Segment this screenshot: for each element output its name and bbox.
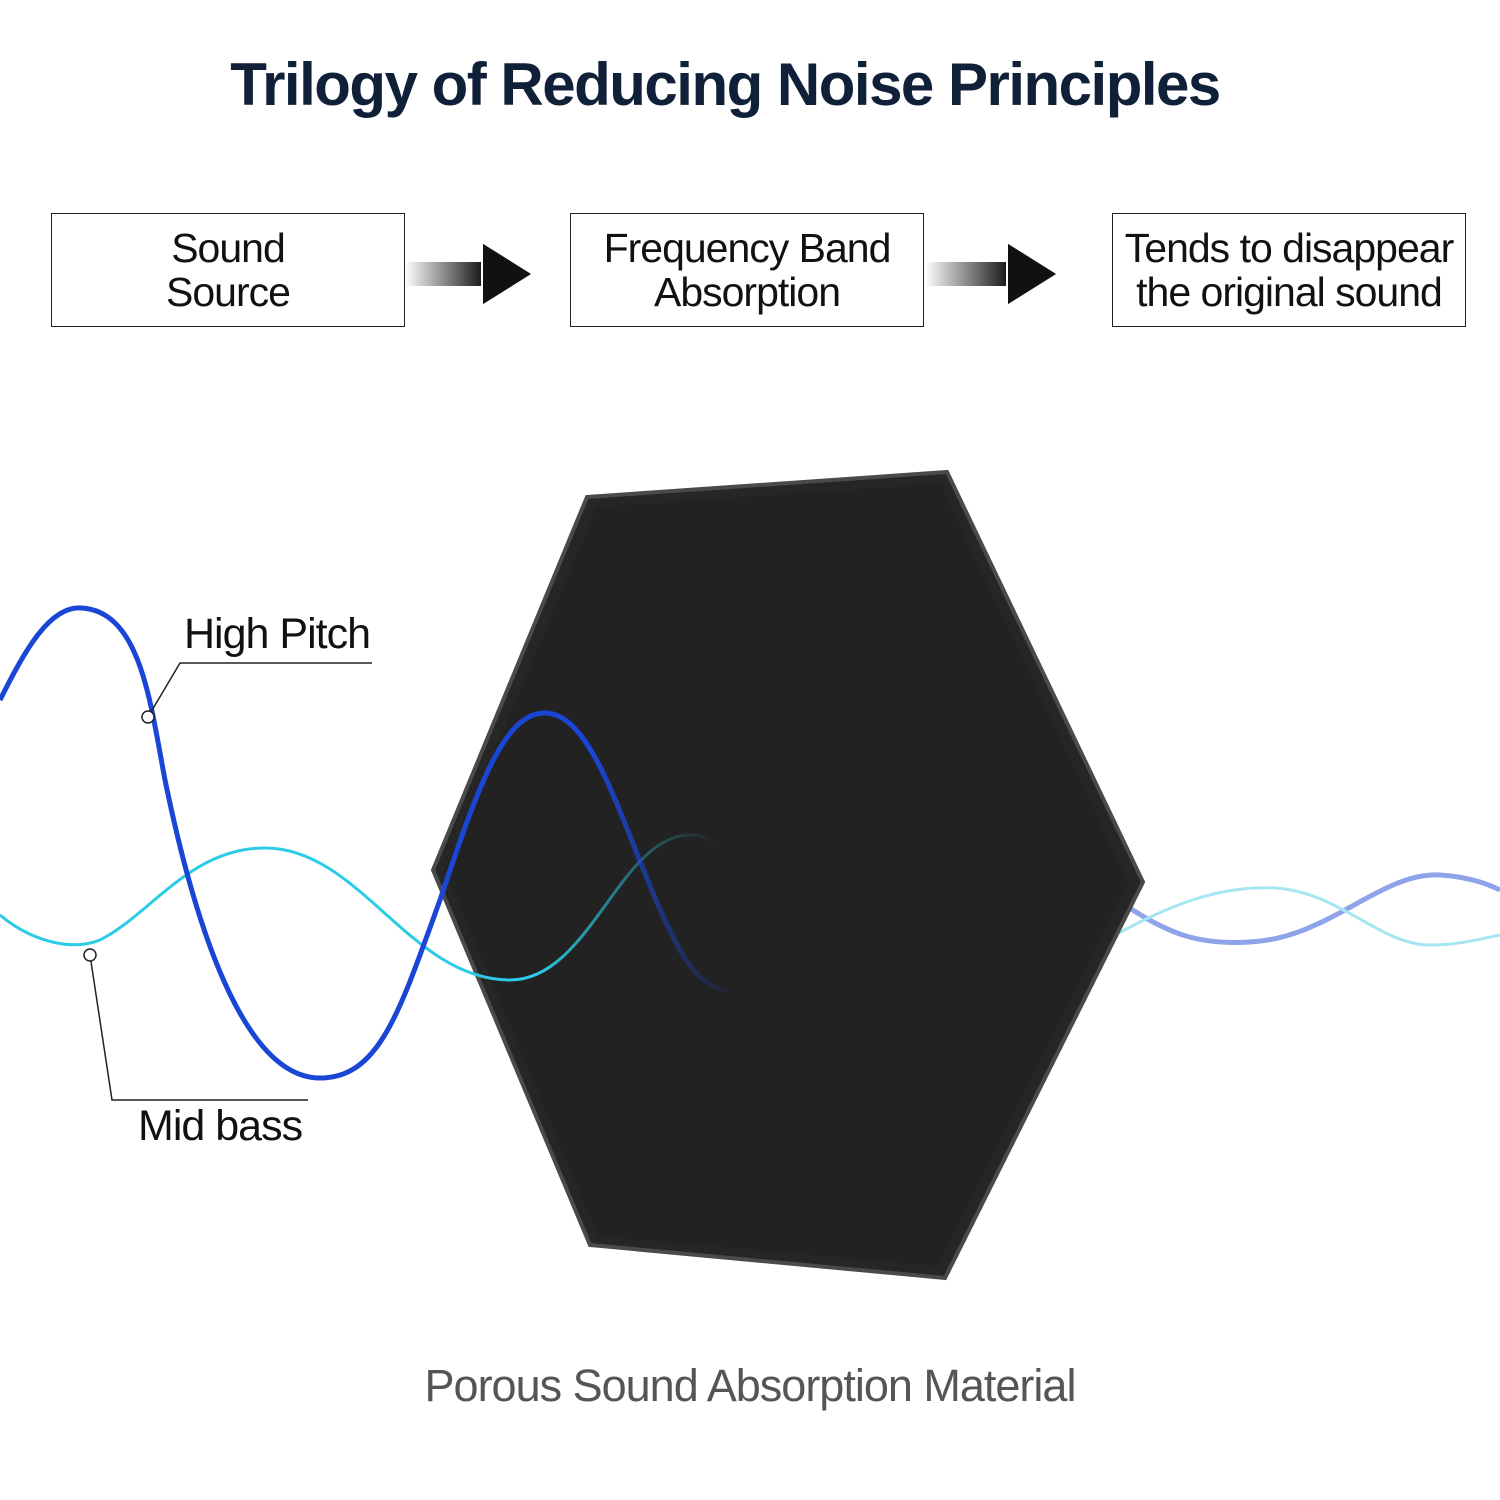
page-title: Trilogy of Reducing Noise Principles bbox=[230, 51, 1221, 118]
residual-mid-bass-wave bbox=[1114, 886, 1500, 947]
high-pitch-callout bbox=[141, 662, 372, 724]
high-pitch-wave bbox=[0, 605, 736, 1081]
mid-bass-label: Mid bass bbox=[138, 1102, 303, 1150]
arrow-icon-1 bbox=[405, 240, 535, 308]
step-text: Tends to disappear bbox=[1124, 225, 1454, 271]
mid-bass-wave bbox=[0, 833, 722, 982]
residual-high-pitch-wave bbox=[1123, 872, 1500, 945]
caption: Porous Sound Absorption Material bbox=[424, 1360, 1077, 1411]
step-text: Sound bbox=[171, 225, 286, 271]
arrow-icon-2 bbox=[925, 240, 1060, 308]
step-text: Absorption bbox=[653, 269, 841, 315]
step-text: Frequency Band bbox=[603, 225, 892, 271]
high-pitch-label: High Pitch bbox=[184, 610, 371, 658]
mid-bass-callout bbox=[83, 948, 308, 1101]
step-text: Source bbox=[166, 269, 291, 315]
step-text: the original sound bbox=[1136, 269, 1443, 315]
